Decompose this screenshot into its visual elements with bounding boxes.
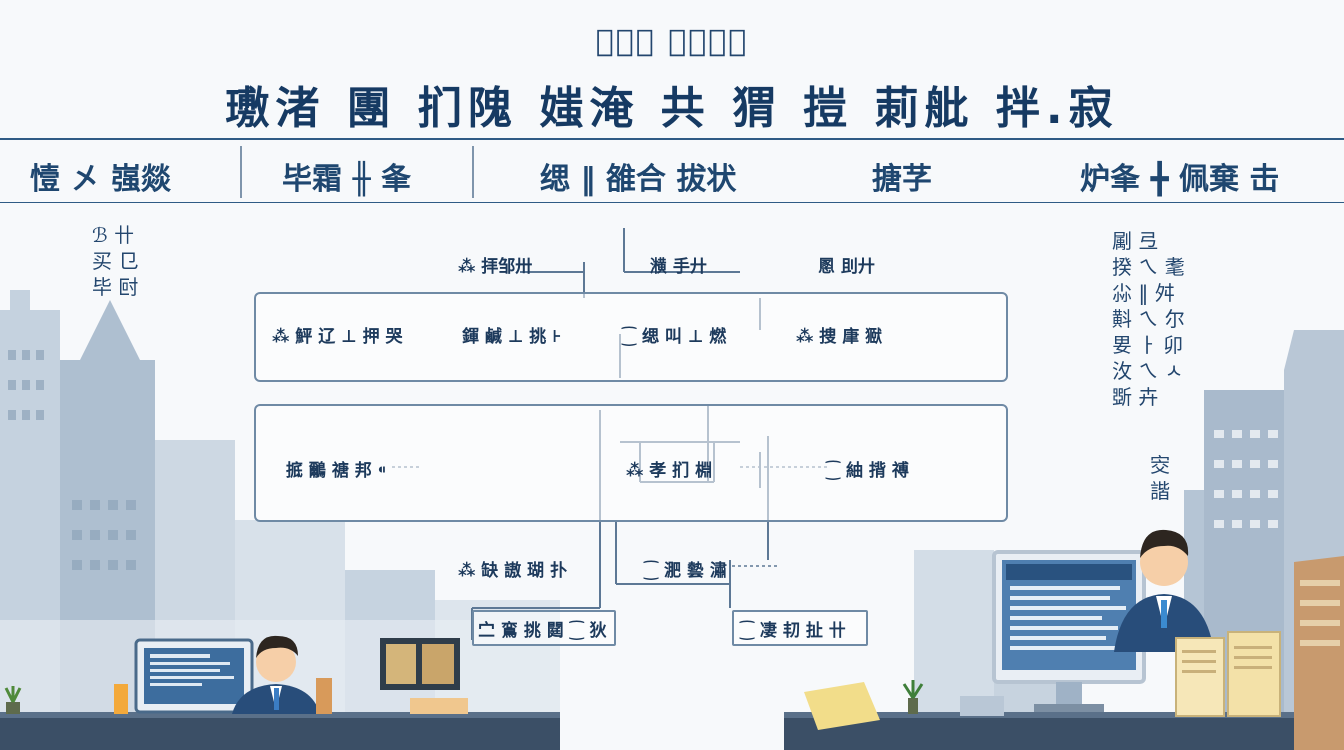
- category-2: 毕霜 ╫ 夆: [282, 162, 411, 197]
- main-title: 璷渚 團 扪隗 媸淹 共 猬 㨟 莿舭 拌.寂: [225, 83, 1119, 134]
- diagram-box-1: [254, 292, 1008, 382]
- category-divider: [472, 146, 474, 198]
- diagram-box-2-item-1: 掋 鸍 禟 邦 ⁌: [286, 461, 387, 481]
- diagram-top-label-2: 㶇 手廾: [650, 257, 707, 277]
- person-icon: [232, 635, 320, 714]
- diagram-box-2: [254, 404, 1008, 522]
- office-scene-left: [0, 635, 560, 750]
- category-divider: [240, 146, 242, 198]
- diagram-row4-item-1: 㝉 鵉 挑 閮 ⁐ 狄: [478, 621, 607, 641]
- diagram-row3-item-1: ⁂ 缺 謸 瑚 扑: [458, 561, 568, 581]
- category-4: 搪芓: [872, 162, 932, 197]
- monitor-icon: [134, 638, 254, 714]
- document-stack-icon: [1175, 631, 1281, 717]
- category-3: 缌 ‖ 雒合 拔状: [540, 162, 737, 197]
- header-rule-bottom: [0, 202, 1344, 203]
- side-note-right: 㔉 弖 揆 ㄟ 耄 尛 ‖ 舛 斢 ㄟ 尔 㚻 ㅏ 卯 㳊 ㄟ ㅅ 斲 卉: [1112, 229, 1185, 409]
- diagram-box-1-item-3: ⁐ 缌 叫 ⊥ 燃: [622, 327, 727, 347]
- category-1: 㦉 㐅 嵹燚: [30, 162, 171, 197]
- side-note-left: ℬ 卄 买 㔾 毕 尀: [92, 223, 139, 299]
- diagram-box-3: [472, 610, 616, 646]
- diagram-box-1-item-1: ⁂ 鮃 辽 ⊥ 押 哭: [272, 327, 403, 347]
- diagram-box-1-item-2: 鍕 鹹 ⊥ 挑 ⊦: [462, 327, 562, 347]
- category-5: 炉夆 ╋ 佩棄 击: [1080, 162, 1280, 197]
- office-scene-right: [784, 529, 1344, 750]
- diagram-row3-item-2: ⁐ 淝 㙯 潚: [644, 561, 727, 581]
- header-rule-top: [0, 138, 1344, 140]
- diagram-box-4: [732, 610, 868, 646]
- diagram-box-1-item-4: ⁂ 捜 㡽 㺇: [796, 327, 883, 347]
- diagram-top-label-1: ⁂ 拝邹卅: [458, 257, 533, 277]
- plant-icon: [4, 686, 22, 714]
- diagram-box-2-item-2: ⁂ 孝 扪 棩: [626, 461, 713, 481]
- plant-icon: [902, 680, 924, 714]
- side-note-right-2: 㝔 諧: [1150, 453, 1170, 503]
- diagram-box-2-item-3: ⁐ 紬 揹 禣: [826, 461, 909, 481]
- document-stack-icon: [380, 638, 468, 714]
- top-title: 𨑰址瞷 糸鬷牌菠: [595, 24, 749, 59]
- diagram-top-label-3: 慁 刞廾: [818, 257, 875, 277]
- diagram-row4-item-2: ⁐ 凄 㓞 扯 卄: [740, 621, 846, 641]
